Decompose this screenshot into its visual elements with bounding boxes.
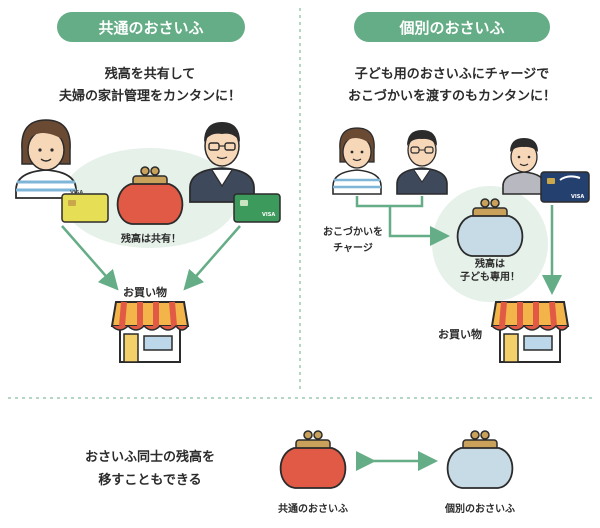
- yellow-card-icon: [61, 193, 109, 223]
- small-man-figure: [396, 130, 448, 195]
- bottom-desc-line1: おさいふ同士の残高を: [84, 450, 215, 465]
- green-card-brand: VISA: [262, 212, 276, 218]
- shop-icon-left: [112, 302, 188, 362]
- left-desc-line1: 残高を共有して: [104, 67, 196, 82]
- arrow-woman-to-shop: [61, 225, 119, 291]
- right-desc-line2: おこづかいを渡すのもカンタンに！: [347, 89, 556, 104]
- woman-figure: [15, 119, 77, 199]
- arrow-man-to-shop: [183, 225, 241, 291]
- green-card-icon: [233, 193, 281, 223]
- shared-balance-label: 残高は共有！: [121, 234, 181, 245]
- bottom-desc-line2: 移すこともできる: [98, 473, 202, 488]
- bottom-individual-wallet-icon: [446, 430, 514, 489]
- child-balance-line1: 残高は: [475, 259, 505, 270]
- charge-arrow: [388, 206, 450, 246]
- shop-icon-right: [492, 302, 568, 362]
- bottom-individual-wallet-label: 個別のおさいふ: [445, 504, 515, 515]
- small-woman-figure: [332, 127, 382, 195]
- bottom-shared-wallet-icon: [279, 430, 347, 489]
- parents-bracket: [355, 196, 424, 208]
- charge-label-line1: おこづかいを: [323, 227, 383, 238]
- navy-card-icon: [540, 171, 590, 203]
- individual-wallet-title: 個別のおさいふ: [354, 12, 550, 42]
- left-shop-label: お買い物: [123, 286, 167, 299]
- right-shop-label: お買い物: [438, 328, 482, 341]
- navy-card-brand: VISA: [571, 194, 585, 200]
- charge-label-line2: チャージ: [333, 243, 373, 254]
- child-figure: [502, 138, 546, 195]
- child-balance-line2: 子ども専用！: [460, 272, 520, 283]
- shared-wallet-title: 共通のおさいふ: [57, 12, 245, 42]
- yellow-card-brand: VISA: [70, 190, 84, 196]
- right-desc-line1: 子ども用のおさいふにチャージで: [354, 67, 550, 82]
- bottom-shared-wallet-label: 共通のおさいふ: [278, 504, 348, 515]
- left-desc-line2: 夫婦の家計管理をカンタンに！: [58, 89, 241, 104]
